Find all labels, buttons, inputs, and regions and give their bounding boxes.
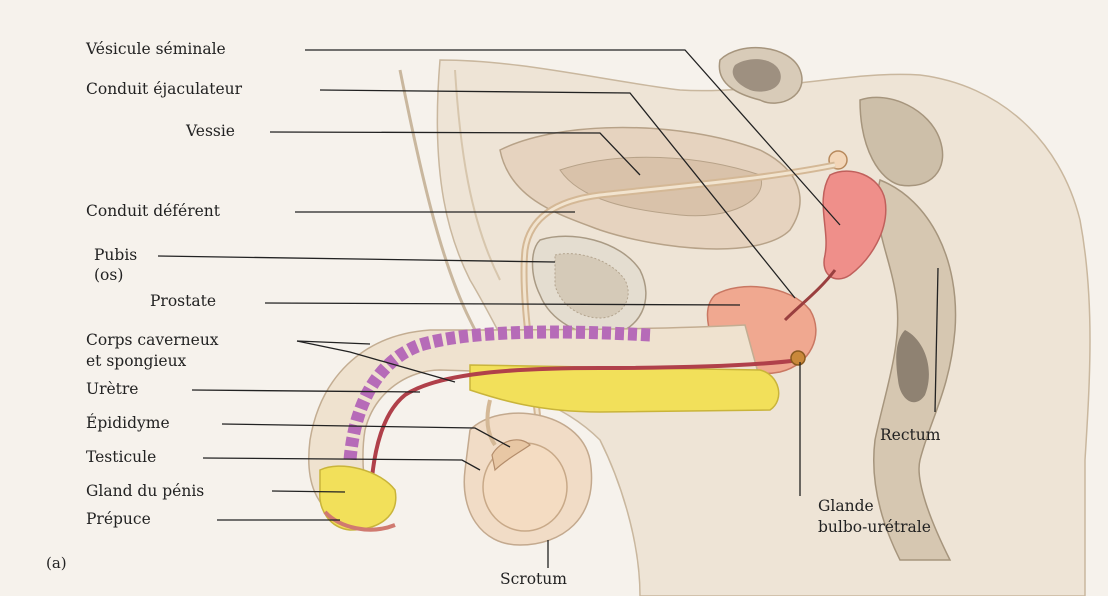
label-vesicule-seminale: Vésicule séminale [86, 40, 226, 59]
label-conduit-ejaculateur: Conduit éjaculateur [86, 80, 242, 99]
label-conduit-deferent: Conduit déférent [86, 202, 220, 221]
label-epididyme: Épididyme [86, 414, 170, 433]
label-gland-du-penis: Gland du pénis [86, 482, 204, 501]
label-scrotum: Scrotum [500, 570, 567, 589]
label-corps-caverneux: Corps caverneux [86, 331, 219, 350]
label-glande: Glande [818, 497, 874, 516]
label-uretre: Urètre [86, 380, 138, 399]
label-prepuce: Prépuce [86, 510, 151, 529]
label-bulbo-uretrale: bulbo-urétrale [818, 518, 931, 537]
panel-label: (a) [46, 554, 67, 573]
label-et-spongieux: et spongieux [86, 352, 186, 371]
label-pubis-os: (os) [94, 266, 123, 285]
label-vessie: Vessie [186, 122, 235, 141]
label-rectum: Rectum [880, 426, 940, 445]
label-prostate: Prostate [150, 292, 216, 311]
bulbourethral-gland [791, 351, 805, 365]
label-testicule: Testicule [86, 448, 156, 467]
label-pubis: Pubis [94, 246, 137, 265]
